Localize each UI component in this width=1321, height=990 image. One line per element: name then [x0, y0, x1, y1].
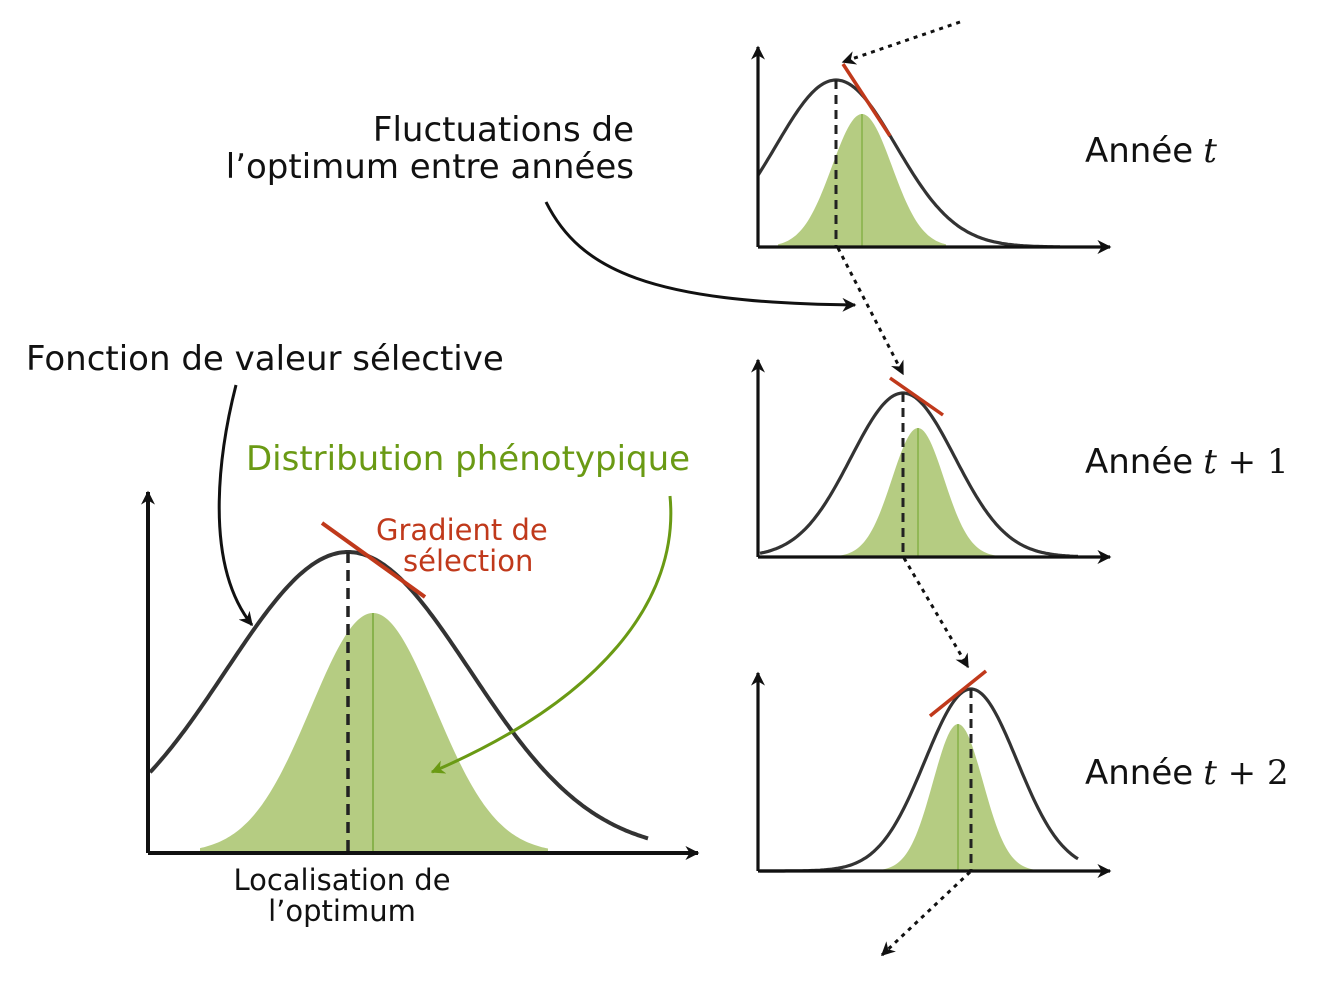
- trajectory-arrow-t1-to-t2: [902, 557, 970, 669]
- fluctuations-label-line2: l’optimum entre années: [226, 147, 634, 187]
- main-panel: [141, 490, 700, 860]
- fitness-function-label: Fonction de valeur sélective: [26, 339, 504, 379]
- year-t1-gradient-tangent: [888, 376, 945, 417]
- phenotypic-distribution-arrow: [430, 495, 673, 774]
- year-t2-gradient-tangent: [928, 669, 988, 718]
- main-gradient-tangent: [320, 521, 427, 599]
- year-t-panel: [751, 45, 1112, 254]
- trajectory-arrow-into-year-t: [841, 20, 961, 65]
- trajectory-arrow-t-to-t1: [836, 247, 905, 376]
- fluctuations-arrow: [544, 201, 857, 312]
- trajectory-arrow-out-of-year-t2: [880, 870, 972, 957]
- year-t-gradient-tangent: [841, 63, 892, 137]
- year-t-fitness-curve: [756, 78, 1060, 249]
- optimum-trajectory: [836, 20, 972, 957]
- gradient-label-line2: sélection: [403, 544, 533, 578]
- year-t1-fitness-curve: [759, 391, 1078, 558]
- optimum-location-label-line2: l’optimum: [268, 894, 416, 928]
- fitness-function-arrow: [217, 384, 254, 627]
- year-t1-panel: [751, 358, 1112, 564]
- fluctuations-label-line1: Fluctuations de: [373, 110, 634, 150]
- optimum-location-label-line1: Localisation de: [233, 863, 450, 897]
- gradient-label-line1: Gradient de: [376, 513, 548, 547]
- year-t2-panel: [751, 669, 1112, 878]
- phenotypic-distribution-label: Distribution phénotypique: [246, 439, 690, 479]
- main-distribution-fill: [200, 613, 548, 853]
